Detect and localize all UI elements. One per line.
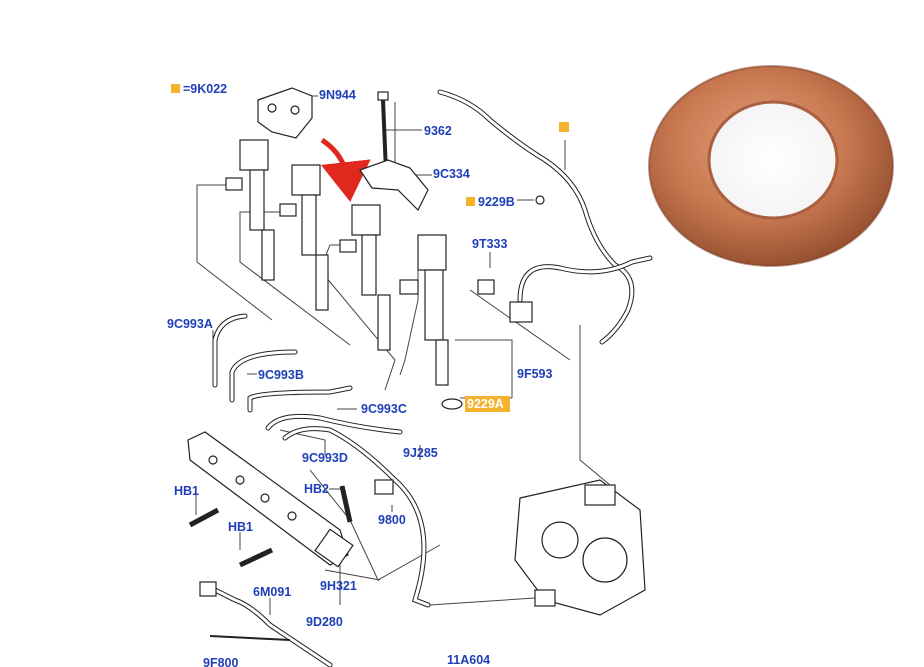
label-HB1-upper: HB1 xyxy=(174,484,199,498)
label-9229A-highlight xyxy=(465,396,510,412)
clamp-9C334 xyxy=(359,159,429,212)
label-9T333: 9T333 xyxy=(472,237,507,251)
label-9229B: 9229B xyxy=(478,195,515,209)
legend-label: =9K022 xyxy=(183,82,227,96)
label-9C993A: 9C993A xyxy=(167,317,213,331)
label-9N944: 9N944 xyxy=(319,88,356,102)
sensor-6M091 xyxy=(199,581,333,667)
fuel-rail xyxy=(187,431,354,568)
label-9C993C: 9C993C xyxy=(361,402,407,416)
bracket-9N944 xyxy=(257,87,318,139)
label-9J285: 9J285 xyxy=(403,446,438,460)
label-9F800: 9F800 xyxy=(203,656,238,667)
label-9F593: 9F593 xyxy=(517,367,552,381)
label-6M091: 6M091 xyxy=(253,585,291,599)
bolt-9362 xyxy=(377,91,389,173)
label-9229A: 9229A xyxy=(467,397,504,411)
copper-washer-image xyxy=(648,65,894,267)
label-11A604: 11A604 xyxy=(447,653,490,667)
label-9800: 9800 xyxy=(378,513,406,527)
label-9C993D: 9C993D xyxy=(302,451,348,465)
curved-red-arrow-icon xyxy=(320,137,371,202)
injectors xyxy=(225,139,449,386)
legend-marker-icon xyxy=(171,84,180,93)
leak-off-pipe xyxy=(437,89,653,345)
label-9D280: 9D280 xyxy=(306,615,343,629)
fuel-lines xyxy=(212,313,431,608)
washer-9229A xyxy=(441,398,463,410)
label-9H321: 9H321 xyxy=(320,579,357,593)
highlight-marker-icon xyxy=(466,197,475,206)
label-HB2: HB2 xyxy=(304,482,329,496)
bolts xyxy=(188,485,353,568)
sensor-9800 xyxy=(374,479,394,495)
label-9C334: 9C334 xyxy=(433,167,470,181)
label-9C993B: 9C993B xyxy=(258,368,304,382)
label-HB1-lower: HB1 xyxy=(228,520,253,534)
highlight-marker-icon xyxy=(559,122,569,132)
high-pressure-pump xyxy=(514,479,646,616)
label-9362: 9362 xyxy=(424,124,452,138)
